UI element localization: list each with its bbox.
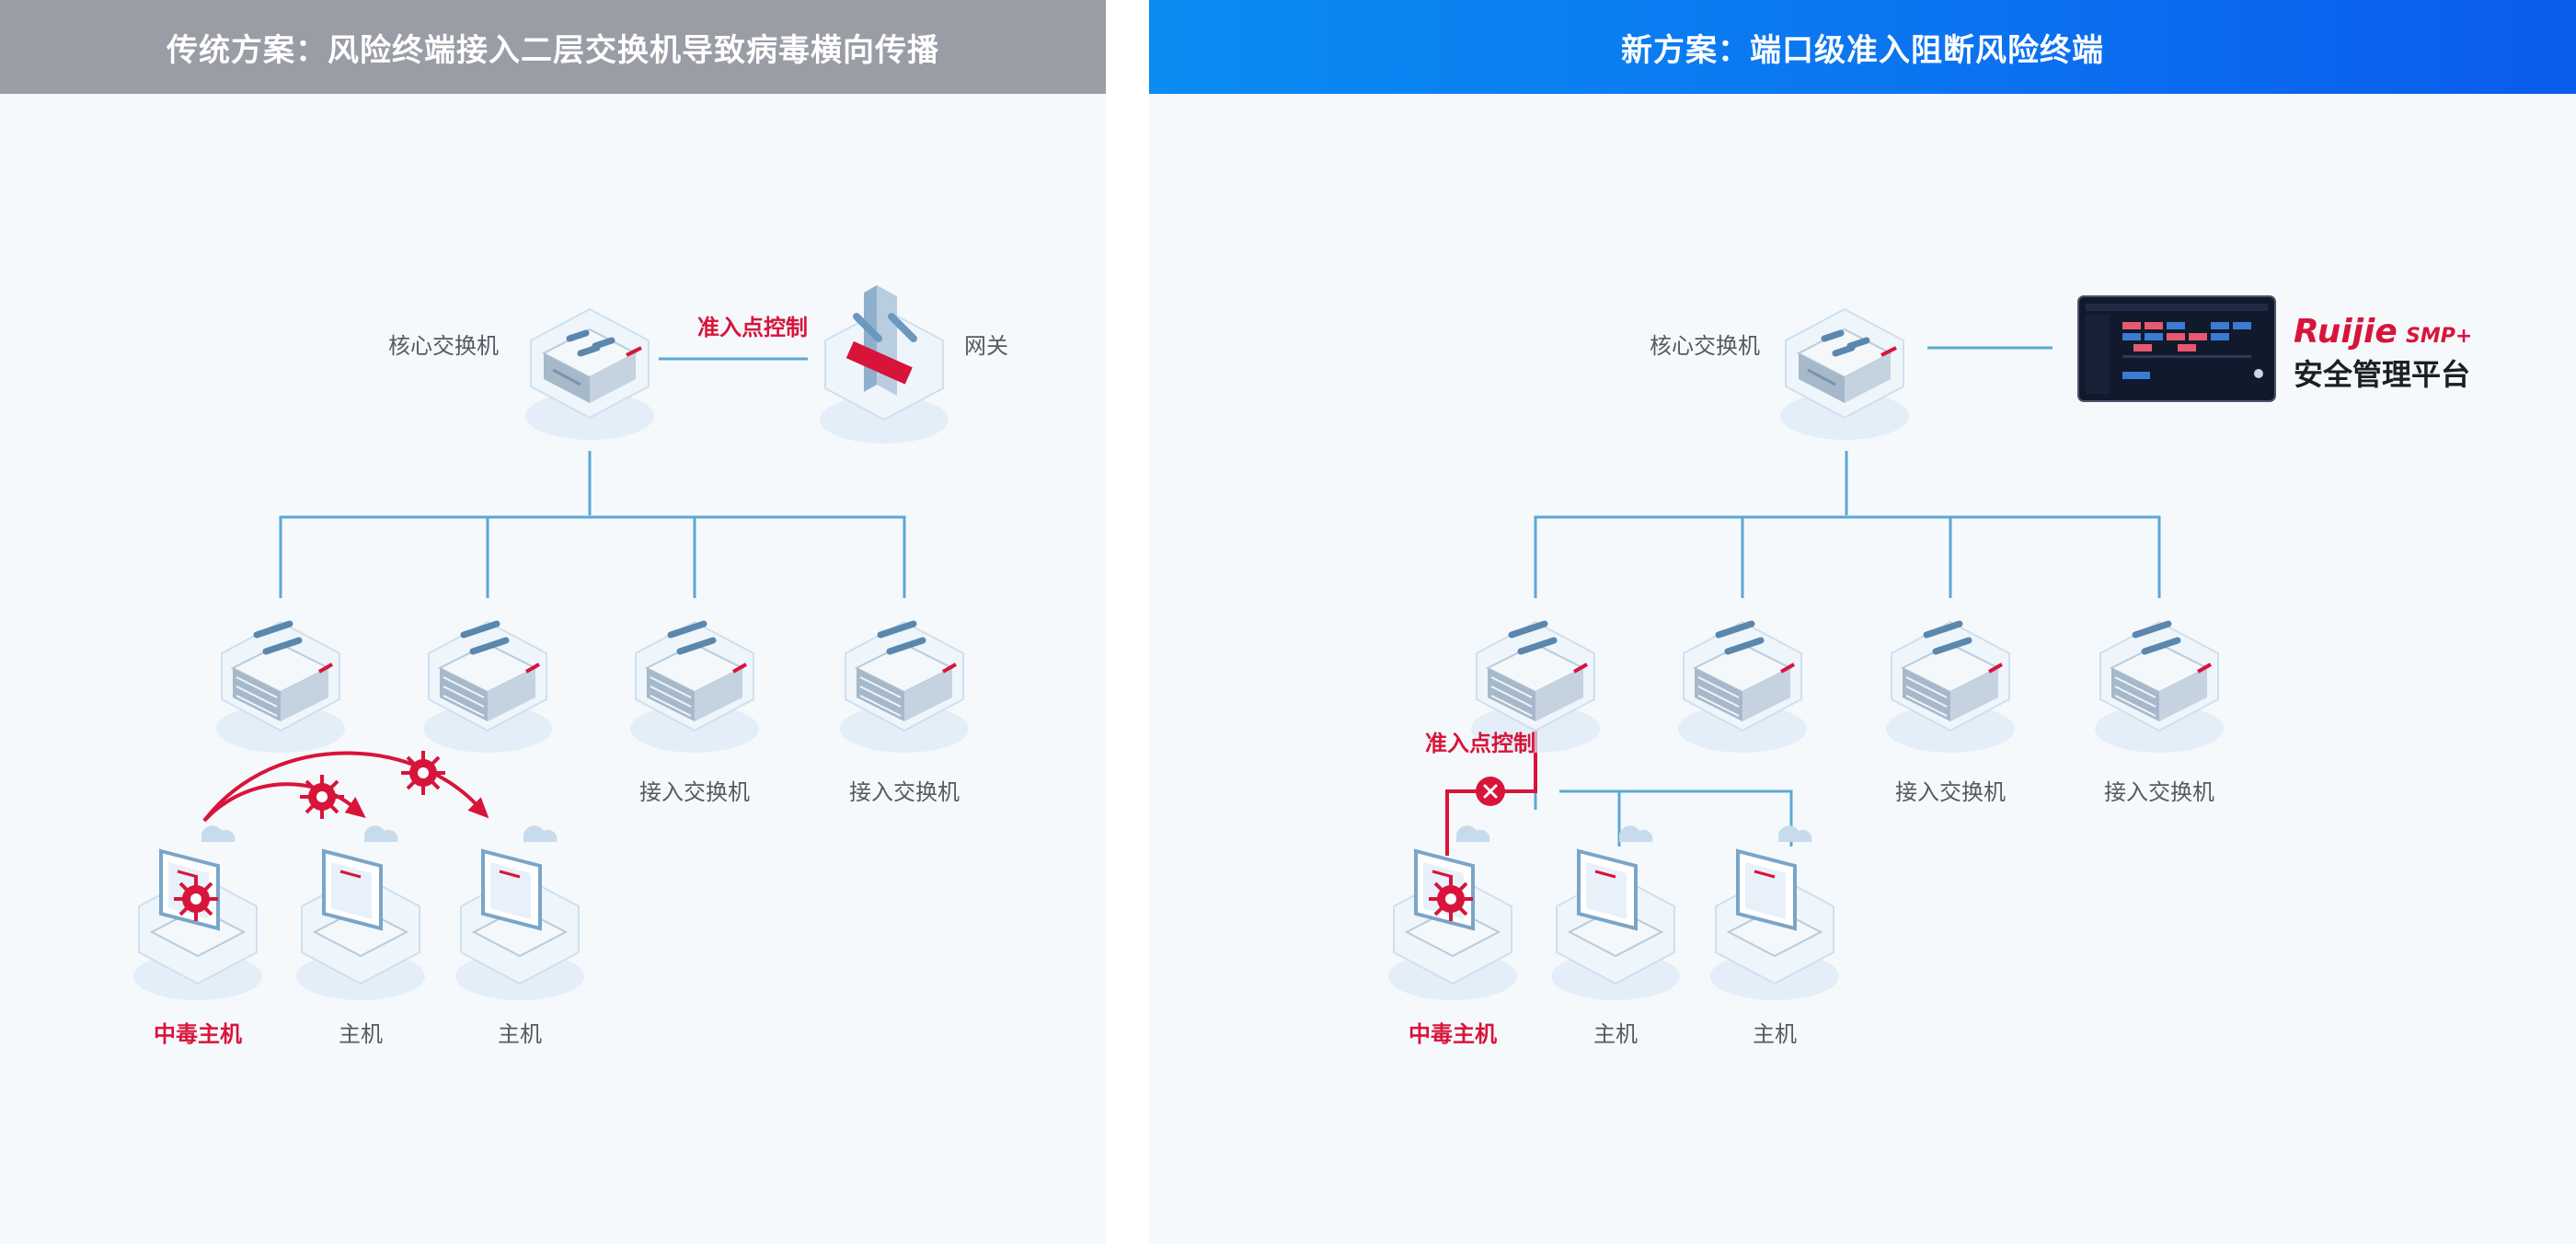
host-label: 主机 — [498, 1021, 542, 1047]
access-switch-icon — [840, 620, 969, 753]
virus-icon — [174, 877, 218, 921]
access-switch-icon — [630, 620, 759, 753]
desktop-computer-icon — [133, 825, 262, 1000]
management-dashboard-icon — [2077, 295, 2276, 402]
virus-icon — [300, 775, 344, 819]
traditional-solution-panel: 传统方案：风险终端接入二层交换机导致病毒横向传播 — [0, 0, 1106, 1244]
desktop-computer-icon — [1388, 825, 1517, 1000]
block-x-icon — [1476, 777, 1505, 806]
traditional-solution-title: 传统方案：风险终端接入二层交换机导致病毒横向传播 — [0, 0, 1106, 94]
desktop-computer-icon — [455, 825, 584, 1000]
core-switch-icon — [525, 307, 654, 440]
gateway-label: 网关 — [964, 333, 1008, 359]
desktop-computer-icon — [1710, 825, 1839, 1000]
access-switch-row — [1471, 620, 2224, 753]
virus-icon — [401, 751, 445, 795]
ruijie-smp-logo: Ruijie SMP+ 安全管理平台 — [2294, 313, 2472, 392]
access-control-label: 准入点控制 — [697, 315, 808, 340]
host-label: 主机 — [339, 1021, 383, 1047]
traditional-network-diagram: 核心交换机 准入点控制 网关 接入交换机 接入交换机 中毒主机 主机 主机 — [133, 285, 1008, 1047]
infected-host-label: 中毒主机 — [1409, 1021, 1497, 1047]
new-network-diagram: Ruijie SMP+ 安全管理平台 — [1388, 295, 2472, 1047]
new-solution-title: 新方案：端口级准入阻断风险终端 — [1149, 0, 2576, 94]
brand-logo: Ruijie — [2294, 313, 2398, 351]
core-switch-icon — [1780, 307, 1909, 440]
host-label: 主机 — [1753, 1021, 1797, 1047]
access-control-label: 准入点控制 — [1425, 731, 1535, 756]
core-switch-label: 核心交换机 — [388, 333, 499, 359]
infection-spread-arrows — [202, 751, 489, 823]
access-switch-label: 接入交换机 — [2104, 779, 2214, 805]
host-label: 主机 — [1593, 1021, 1638, 1047]
network-links — [279, 357, 906, 598]
access-switch-label: 接入交换机 — [1895, 779, 2006, 805]
virus-icon — [1429, 877, 1473, 921]
infected-host-label: 中毒主机 — [154, 1021, 242, 1047]
access-switch-icon — [2095, 620, 2224, 753]
desktop-computer-icon — [296, 825, 425, 1000]
desktop-computer-icon — [1551, 825, 1680, 1000]
access-switch-icon — [216, 620, 345, 753]
access-switch-label: 接入交换机 — [639, 779, 750, 805]
access-switch-icon — [1471, 620, 1600, 753]
access-switch-icon — [1678, 620, 1807, 753]
brand-logo-suffix: SMP+ — [2406, 325, 2472, 348]
access-switch-label: 接入交换机 — [849, 779, 960, 805]
new-solution-panel: 新方案：端口级准入阻断风险终端 — [1149, 0, 2576, 1244]
gateway-firewall-icon — [820, 285, 949, 443]
access-switch-icon — [1886, 620, 2015, 753]
access-switch-row — [216, 620, 969, 753]
access-switch-icon — [423, 620, 552, 753]
core-switch-label: 核心交换机 — [1650, 333, 1760, 359]
platform-name: 安全管理平台 — [2294, 357, 2470, 392]
